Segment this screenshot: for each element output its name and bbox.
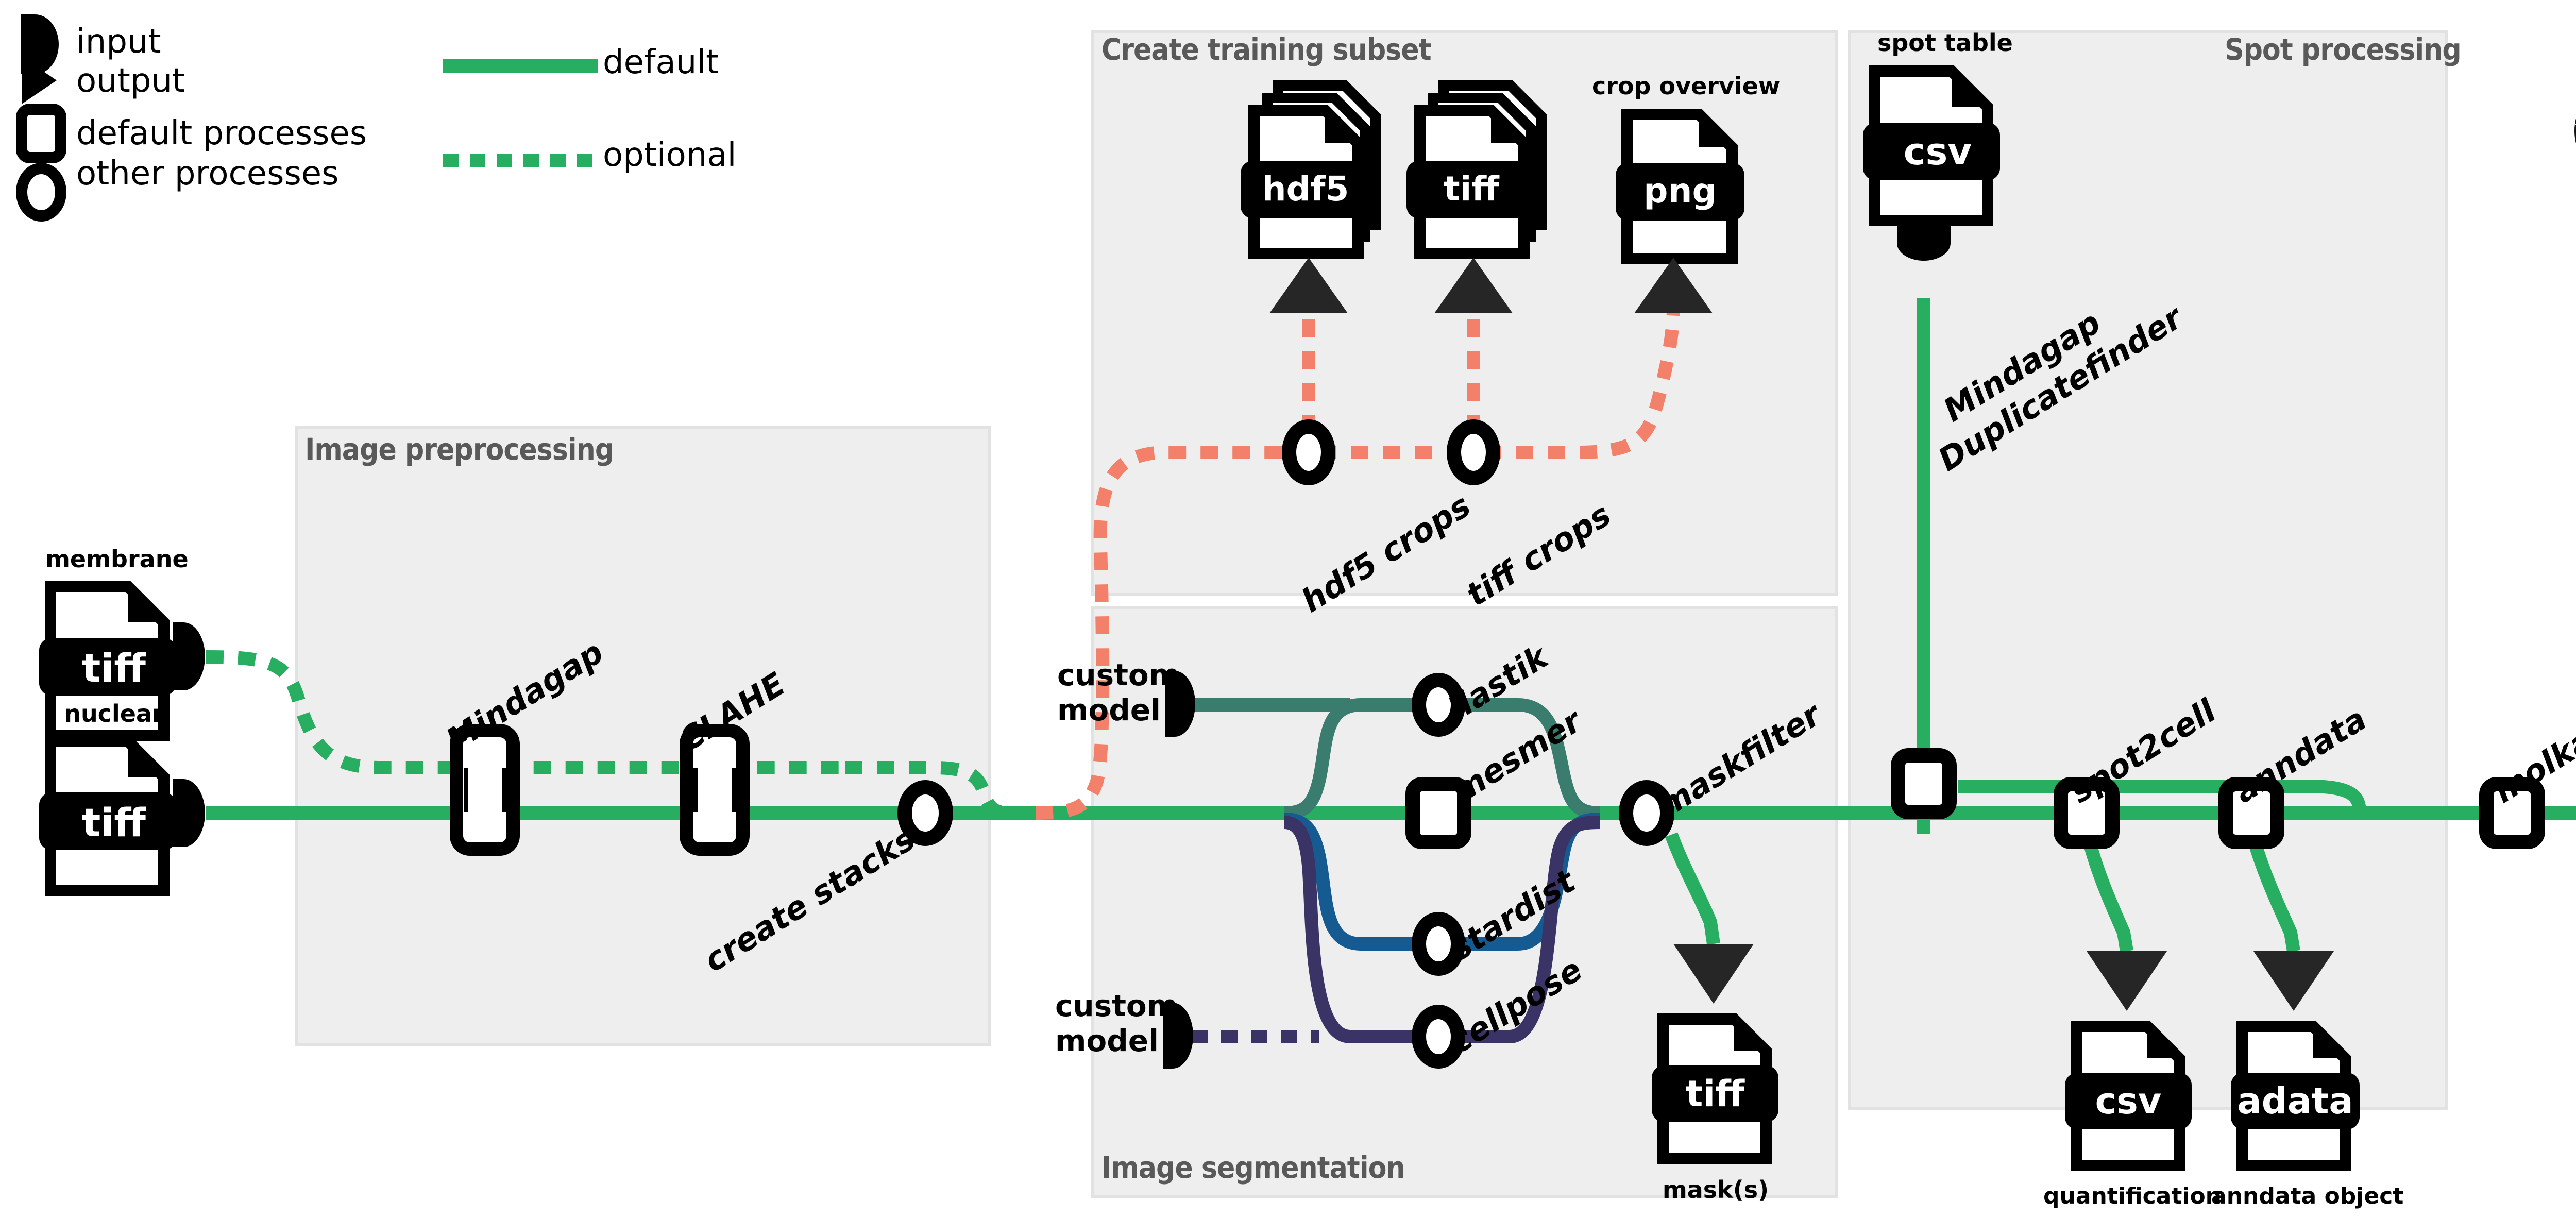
edge-createstacks-to-crops-salmon [1035, 446, 1298, 820]
input-shape-icon [21, 14, 59, 74]
anndata-adata-file-icon [2231, 1021, 2360, 1171]
panel-title-image-preprocessing: Image preprocessing [305, 432, 614, 467]
process-anndata[interactable] [2218, 777, 2284, 849]
panel-title-image-segmentation: Image segmentation [1101, 1150, 1405, 1185]
spot-table-input-connector-icon [1897, 226, 1951, 261]
legend-label-default-processes: default processes [76, 114, 367, 153]
crop-overview-caption: crop overview [1592, 72, 1781, 100]
custom-model-ilastik-label-line2: model [1057, 692, 1161, 728]
process-molkartqc[interactable] [2479, 777, 2545, 849]
membrane-caption: membrane [45, 545, 189, 573]
nuclear-tiff-file-icon [39, 735, 176, 896]
process-mindagap-duplicatefinder[interactable] [1891, 748, 1957, 819]
process-mesmer[interactable] [1405, 777, 1471, 849]
nuclear-caption: nuclear [64, 700, 164, 728]
hdf5-crops-ext: hdf5 [1262, 169, 1349, 209]
anndata-output-arrow-icon [2253, 951, 2334, 1011]
panel-title-create-training-subset: Create training subset [1101, 32, 1432, 67]
process-clahe[interactable] [680, 724, 750, 856]
edge-clahe-to-createstacks-dotted [845, 761, 1011, 820]
edge-ilastik-out [1454, 698, 1601, 820]
membrane-tiff-file-icon [39, 581, 176, 741]
edge-cellpose-out [1454, 816, 1601, 1043]
output-triangle-icon [22, 57, 57, 104]
edge-branch-cellpose [1283, 816, 1423, 1043]
hdf5-output-arrow-icon [1269, 258, 1348, 313]
spot-table-csv-file-icon [1863, 65, 2000, 226]
edge-membrane-dotted [206, 650, 845, 774]
anndata-object-caption: anndata object [2211, 1183, 2404, 1209]
anndata-adata-ext: adata [2237, 1080, 2353, 1122]
edge-maskfilter-to-mask [1665, 832, 1720, 945]
spot-table-csv-ext: csv [1903, 130, 1972, 173]
crop-overview-png-file-icon [1616, 109, 1744, 264]
legend-label-other-processes: other processes [76, 155, 339, 193]
nuclear-tiff-ext: tiff [82, 800, 146, 845]
spot-table-caption: spot table [1877, 29, 2013, 57]
crop-overview-ext: png [1643, 171, 1717, 211]
membrane-input-connector-icon [173, 622, 205, 690]
hdf5-crops-file-icon [1241, 80, 1381, 259]
nf-core-logo[interactable]: nf-core/ molkart [2571, 14, 2576, 184]
process-create-stacks[interactable] [897, 780, 953, 846]
mask-tiff-ext: tiff [1685, 1073, 1745, 1115]
quantification-csv-file-icon [2065, 1021, 2192, 1171]
process-spot2cell[interactable] [2054, 777, 2120, 849]
square-process-icon [16, 104, 66, 163]
custom-model-ilastik-connector-icon [1165, 671, 1195, 737]
tiff-crops-ext: tiff [1444, 169, 1499, 209]
panel-image-preprocessing [295, 426, 991, 1046]
quantification-csv-ext: csv [2095, 1080, 2162, 1122]
process-mindagap[interactable] [450, 724, 520, 856]
logo-nf: nf [2571, 14, 2576, 86]
legend-label-input: input [76, 23, 161, 61]
membrane-tiff-ext: tiff [82, 645, 146, 691]
custom-model-ilastik-label-line1: custom [1057, 657, 1180, 692]
custom-model-cellpose-label-line2: model [1055, 1023, 1159, 1058]
process-ilastik[interactable] [1412, 673, 1465, 737]
tiff-crops-file-icon [1406, 80, 1547, 259]
custom-model-cellpose-label-line1: custom [1055, 988, 1178, 1023]
legend-label-default-line: default [603, 43, 719, 81]
process-tiff-crops[interactable] [1447, 419, 1500, 485]
nuclear-input-connector-icon [173, 779, 205, 847]
mask-output-arrow-icon [1673, 944, 1754, 1004]
png-output-arrow-icon [1634, 258, 1713, 313]
process-stardist[interactable] [1412, 912, 1465, 976]
process-cellpose[interactable] [1412, 1005, 1465, 1069]
custom-model-cellpose-connector-icon [1163, 1003, 1193, 1069]
edge-duplicatefinder-right-to-anndata [1958, 780, 2366, 814]
process-maskfilter[interactable] [1619, 780, 1674, 846]
mask-tiff-file-icon [1652, 1013, 1778, 1164]
tiff-output-arrow-icon [1434, 258, 1513, 313]
molkart-badge-icon: mk [2574, 118, 2576, 144]
legend-label-output: output [76, 62, 185, 100]
quantification-caption: quantification [2043, 1183, 2222, 1209]
panel-title-spot-processing: Spot processing [2225, 32, 2462, 67]
circle-process-icon [16, 163, 66, 222]
quantification-output-arrow-icon [2087, 951, 2167, 1011]
edge-tiffcrops-to-cropoverview-salmon [1484, 307, 1680, 459]
legend-label-optional-line: optional [603, 136, 737, 174]
process-hdf5-crops[interactable] [1282, 419, 1335, 485]
mask-caption: mask(s) [1662, 1176, 1769, 1204]
